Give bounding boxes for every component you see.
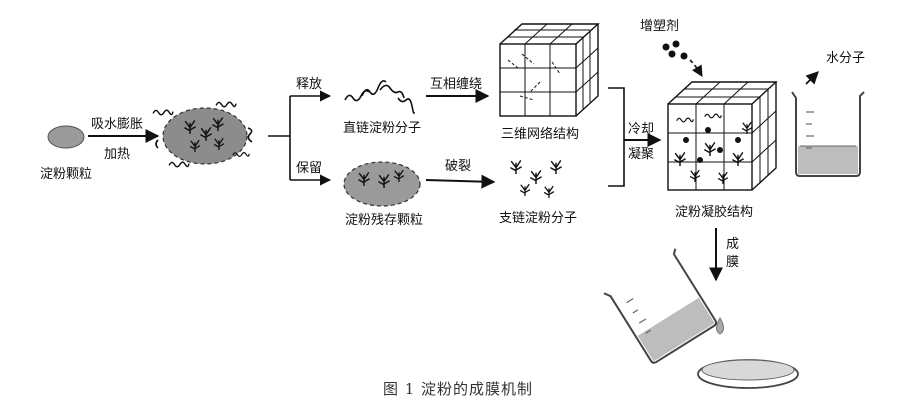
- merge-bracket: [608, 87, 625, 187]
- network-3d-cube: [499, 23, 600, 117]
- coagulate-label: 凝聚: [628, 146, 654, 162]
- starch-granule-shape: [47, 125, 85, 149]
- plasticizer-dots: [662, 40, 688, 60]
- starch-granule-label: 淀粉颗粒: [40, 167, 92, 182]
- water-beaker: [791, 91, 865, 177]
- plasticizer-label: 增塑剂: [640, 19, 679, 34]
- network-3d-label: 三维网络结构: [501, 126, 579, 142]
- pouring-beaker: [603, 248, 718, 364]
- plasticizer-arrow: [689, 59, 703, 77]
- amylose-chains: [344, 80, 415, 114]
- petri-dish: [697, 359, 799, 389]
- figure-caption: 图 1 淀粉的成膜机制: [383, 380, 533, 398]
- gel-structure-cube: [667, 81, 778, 191]
- swollen-granule: [152, 101, 253, 168]
- water-arrow: [805, 71, 819, 85]
- residual-granule-label: 淀粉残存颗粒: [345, 213, 423, 228]
- heating-label: 加热: [104, 147, 130, 162]
- amylopectin-label: 支链淀粉分子: [499, 211, 577, 226]
- water-molecule-label: 水分子: [826, 51, 865, 66]
- mutual-entangle-label: 互相缠绕: [430, 76, 482, 92]
- film-label-line2: 膜: [726, 255, 739, 270]
- residual-granule: [343, 161, 421, 207]
- cool-label: 冷却: [628, 122, 654, 137]
- amylopectin-molecules: [509, 159, 563, 198]
- amylose-label: 直链淀粉分子: [343, 121, 421, 136]
- gel-structure-label: 淀粉凝胶结构: [675, 204, 753, 220]
- fork-connector: [268, 90, 332, 186]
- film-label-line1: 成: [726, 237, 739, 252]
- rupture-arrow: [425, 174, 496, 189]
- gel-contents: [673, 113, 753, 184]
- retain-label: 保留: [296, 161, 322, 176]
- rupture-label: 破裂: [445, 159, 471, 174]
- release-label: 释放: [296, 77, 322, 92]
- absorb-swell-label: 吸水膨胀: [91, 117, 143, 132]
- liquid-drop: [716, 317, 724, 335]
